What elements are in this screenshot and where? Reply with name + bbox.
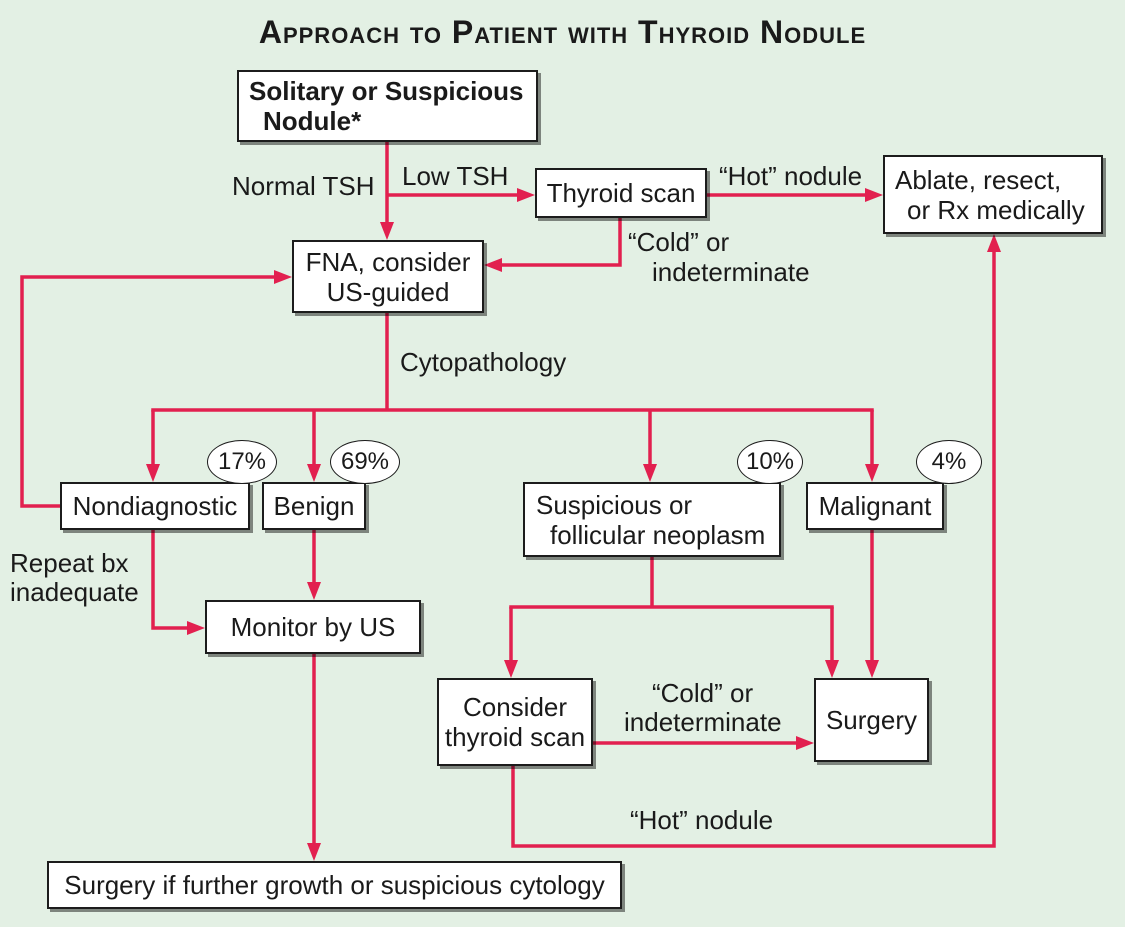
edge-label-cold-bottom-1: “Cold” or bbox=[652, 678, 754, 708]
edge-label-normal-tsh: Normal TSH bbox=[232, 171, 375, 201]
node-fna-line-2: US-guided bbox=[326, 276, 450, 307]
node-surgery: Surgery bbox=[814, 678, 929, 762]
diagram-title: Approach to Patient with Thyroid Nodule bbox=[258, 14, 867, 50]
node-thyroid-scan-label: Thyroid scan bbox=[546, 178, 696, 208]
node-solitary-nodule: Solitary or Suspicious Nodule* bbox=[237, 70, 538, 142]
node-consider-scan: Consider thyroid scan bbox=[437, 678, 593, 766]
node-monitor-label: Monitor by US bbox=[230, 612, 396, 642]
node-suspicious-line-2: follicular neoplasm bbox=[550, 519, 766, 550]
node-thyroid-scan: Thyroid scan bbox=[535, 168, 707, 218]
node-benign: Benign bbox=[262, 482, 366, 530]
connector-nondiagnostic-repeat-fna bbox=[20, 270, 292, 508]
edge-label-repeat-bx-1: Repeat bx bbox=[10, 548, 129, 578]
connector-hot-to-ablate bbox=[511, 234, 1001, 848]
node-malignant: Malignant bbox=[806, 482, 944, 530]
node-surgery-if-label: Surgery if further growth or suspicious … bbox=[64, 870, 605, 900]
node-solitary-nodule-line-1: Solitary or Suspicious bbox=[249, 76, 524, 106]
edge-label-hot-nodule-top: “Hot” nodule bbox=[719, 161, 863, 191]
node-solitary-nodule-line-2: Nodule* bbox=[263, 106, 362, 136]
edge-label-cytopathology: Cytopathology bbox=[400, 347, 567, 377]
node-ablate: Ablate, resect, or Rx medically bbox=[883, 155, 1103, 234]
edge-label-cold-top-1: “Cold” or bbox=[628, 227, 730, 257]
node-malignant-label: Malignant bbox=[818, 491, 932, 521]
node-consider-scan-line-1: Consider bbox=[462, 692, 568, 722]
node-surgery-if: Surgery if further growth or suspicious … bbox=[47, 861, 622, 909]
node-fna-line-1: FNA, consider bbox=[305, 246, 471, 277]
percent-badge-malignant: 4% bbox=[916, 440, 982, 484]
percent-badge-suspicious: 10% bbox=[737, 440, 803, 484]
node-benign-label: Benign bbox=[273, 491, 355, 521]
node-monitor: Monitor by US bbox=[205, 600, 421, 654]
node-surgery-label: Surgery bbox=[825, 705, 918, 735]
connector-nondiagnostic-to-monitor bbox=[151, 530, 205, 635]
node-ablate-line-1: Ablate, resect, bbox=[895, 164, 1062, 195]
node-nondiagnostic: Nondiagnostic bbox=[60, 482, 250, 530]
percent-badge-benign: 69% bbox=[330, 440, 400, 484]
percent-badge-nondiagnostic: 17% bbox=[207, 440, 277, 484]
node-nondiagnostic-label: Nondiagnostic bbox=[72, 491, 238, 521]
node-ablate-line-2: or Rx medically bbox=[907, 194, 1085, 225]
edge-label-repeat-bx-2: inadequate bbox=[10, 577, 139, 607]
edge-label-low-tsh: Low TSH bbox=[402, 161, 509, 191]
node-consider-scan-line-2: thyroid scan bbox=[444, 722, 586, 752]
node-suspicious: Suspicious or follicular neoplasm bbox=[523, 482, 781, 557]
node-suspicious-line-1: Suspicious or bbox=[536, 489, 693, 520]
edge-label-cold-bottom-2: indeterminate bbox=[624, 707, 782, 737]
connector-cold-to-fna bbox=[484, 218, 622, 272]
node-fna: FNA, consider US-guided bbox=[292, 240, 484, 313]
edge-label-cold-top-2: indeterminate bbox=[652, 257, 810, 287]
edge-label-hot-nodule-bottom: “Hot” nodule bbox=[630, 805, 774, 835]
